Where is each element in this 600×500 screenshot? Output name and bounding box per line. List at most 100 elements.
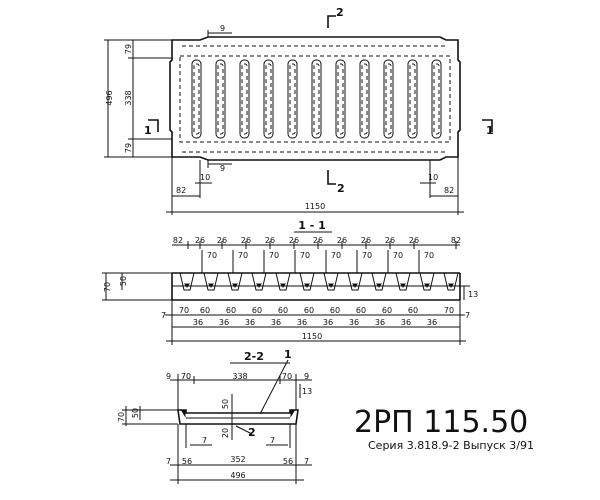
s1-rib [251,272,267,291]
s1-top-dim-label: 26 [195,236,205,245]
s2-bottom-7-left: 7 [166,457,171,466]
s1-rib-mark [424,283,430,288]
s1-rib [203,272,219,291]
section-1-left-marker [148,119,159,132]
plan-slot-inner [433,63,440,135]
plan-slot-inner [313,63,320,135]
plan-slot-inner [361,63,368,135]
s1-rib-mark [208,283,214,288]
s1-top-dim-label: 26 [289,236,299,245]
plan-10-left: 10 [200,173,210,182]
s1-top-dim-label: 26 [241,236,251,245]
s1-bottom-60-label: 60 [252,306,262,315]
plan-inner-contour [179,55,451,143]
section-1-right-label: 1 [486,124,494,137]
s2-bottom-352: 352 [230,455,245,464]
plan-height-label: 496 [105,90,114,105]
plan-82-right: 82 [444,186,454,195]
plan-slot-inner [241,63,248,135]
plan-slot [359,59,370,139]
s1-bottom-36-label: 36 [219,318,229,327]
s2-height-70: 70 [117,412,126,422]
plan-338: 338 [124,90,133,105]
section-1-1-title: 1 - 1 [298,219,326,232]
plan-slot-inner [409,63,416,135]
s2-inner-7-right: 7 [270,436,275,445]
section-2-bottom-label: 2 [337,182,345,195]
s1-rib-mark [280,283,286,288]
s1-top-dim-label: 26 [313,236,323,245]
s1-top70-label: 70 [300,251,310,260]
s1-rib [227,272,243,291]
s1-right-7: 7 [465,311,470,320]
s1-top-dim-label: 82 [451,236,461,245]
s1-left-7: 7 [161,311,166,320]
plan-82-left: 82 [176,186,186,195]
s1-rib-mark [232,283,238,288]
s1-height-50: 50 [119,276,128,286]
plan-slot-inner [265,63,272,135]
s2-top-338: 338 [232,372,247,381]
s2-top-70-right: 70 [282,372,292,381]
section-2-bottom-marker [327,170,336,185]
s2-leader-2 [235,425,253,435]
s1-top70-label: 70 [331,251,341,260]
plan-slot-inner [289,63,296,135]
section-2-top-label: 2 [336,6,344,19]
plan-slot [287,59,298,139]
plan-view: 496 79 338 79 1 1 2 2 9 9 10 10 82 [104,6,494,215]
s1-bottom-36-label: 36 [323,318,333,327]
s1-bottom-36-label: 36 [245,318,255,327]
s1-bottom-60-label: 60 [330,306,340,315]
s1-rib [371,272,387,291]
s2-bottom-7-right: 7 [304,457,309,466]
s2-callout-1: 1 [284,348,292,361]
s2-mid-20: 20 [221,428,230,438]
s1-top70-label: 70 [393,251,403,260]
s1-bottom-36-label: 36 [427,318,437,327]
plan-slot [239,59,250,139]
s2-right-notch [290,410,295,418]
s1-rib-mark [256,283,262,288]
s1-rib-mark [376,283,382,288]
s1-rib-mark [448,283,454,288]
s1-right-13: 13 [468,290,478,299]
s2-leader-1 [259,359,289,415]
s1-top70-label: 70 [269,251,279,260]
plan-slot [335,59,346,139]
s1-bottom-60-label: 60 [278,306,288,315]
s1-rib-mark [184,283,190,288]
s1-rib-mark [304,283,310,288]
s1-rib [323,272,339,291]
s1-length: 1150 [302,332,322,341]
s1-rib-mark [400,283,406,288]
s2-height-50: 50 [131,408,140,418]
plan-length: 1150 [305,202,325,211]
s1-rib [395,272,411,291]
s1-rib [419,272,435,291]
section-1-right-marker [482,119,493,132]
s1-top-dim-label: 26 [265,236,275,245]
s1-bottom-60-label: 60 [200,306,210,315]
s2-top-9-left: 9 [166,372,171,381]
s1-top-dim-label: 26 [337,236,347,245]
s2-top-70-left: 70 [181,372,191,381]
plan-slot [431,59,442,139]
plan-9-top: 9 [220,24,225,33]
plan-slot [407,59,418,139]
plan-slot-inner [385,63,392,135]
section-2-2: 2-2 1 9 70 338 70 9 70 50 13 50 20 2 [117,348,312,484]
plan-slot [191,59,202,139]
plan-slot [383,59,394,139]
s1-rib [299,272,315,291]
s2-mid-50: 50 [221,399,230,409]
s1-bottom-60-label: 60 [356,306,366,315]
plan-slot-inner [217,63,224,135]
s2-top-9-right: 9 [304,372,309,381]
s1-rib-mark [328,283,334,288]
s1-bottom-60-label: 60 [408,306,418,315]
